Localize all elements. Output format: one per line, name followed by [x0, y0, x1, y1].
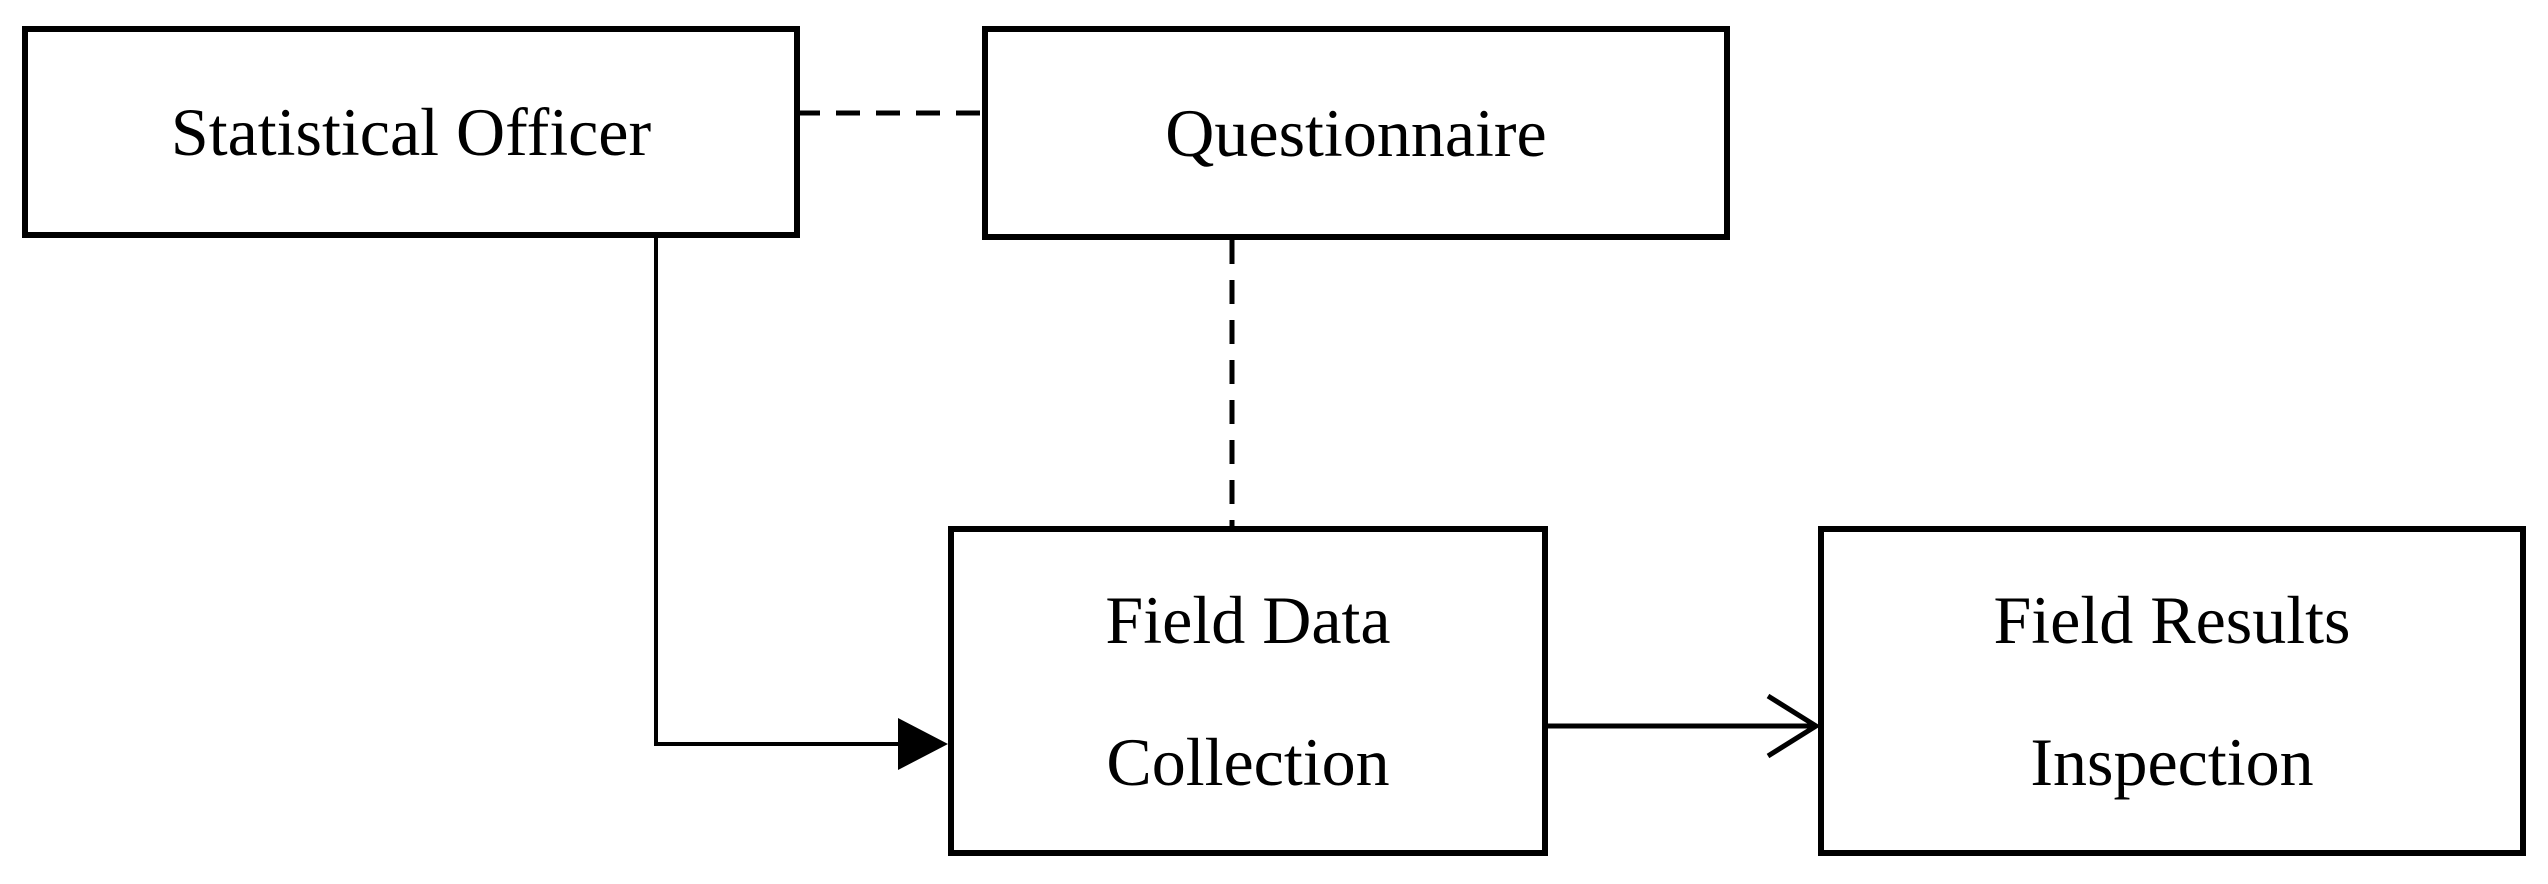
node-label-group: Field Results Inspection: [1993, 549, 2350, 833]
node-label-line-2: Inspection: [2030, 724, 2314, 800]
node-label-line-1: Field Results: [1993, 582, 2351, 658]
node-field-results-inspection: Field Results Inspection: [1818, 526, 2526, 856]
open-arrowhead-icon: [1766, 693, 1821, 759]
node-statistical-officer: Statistical Officer: [22, 26, 800, 238]
edge-officer-field-data: [366, 225, 900, 746]
node-label: Questionnaire: [1165, 95, 1547, 171]
node-label-line-1: Field Data: [1105, 582, 1391, 658]
filled-arrowhead-icon: [898, 718, 948, 770]
node-label: Statistical Officer: [170, 94, 652, 170]
node-label-line-2: Collection: [1106, 724, 1390, 800]
node-questionnaire: Questionnaire: [982, 26, 1730, 240]
node-label-group: Field Data Collection: [1105, 549, 1390, 833]
node-field-data-collection: Field Data Collection: [948, 526, 1548, 856]
